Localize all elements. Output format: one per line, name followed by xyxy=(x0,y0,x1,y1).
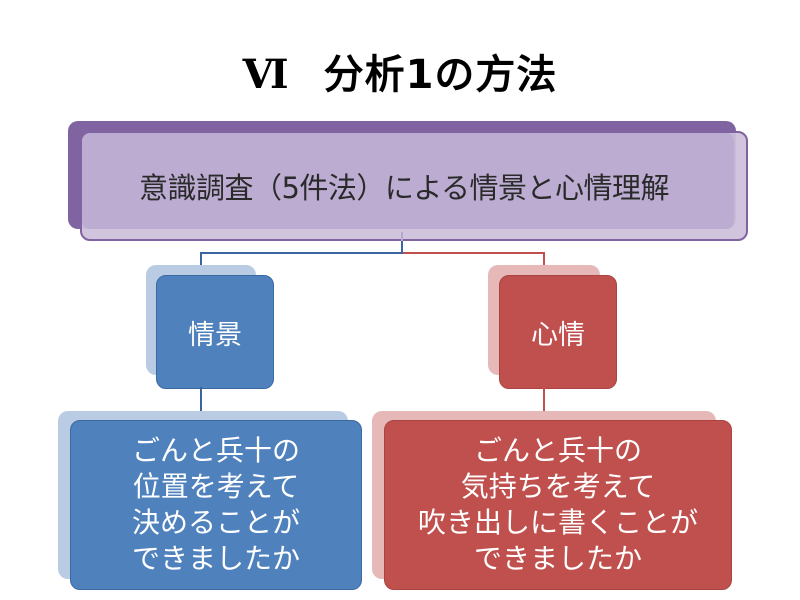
scene-question-node: ごんと兵十の 位置を考えて 決めることが できましたか xyxy=(70,420,362,590)
title-text: 分析1の方法 xyxy=(323,52,558,98)
feeling-question-node: ごんと兵十の 気持ちを考えて 吹き出しに書くことが できましたか xyxy=(384,420,732,590)
title-numeral: Ⅵ xyxy=(242,51,290,98)
feeling-node: 心情 xyxy=(499,275,617,389)
root-node-label: 意識調査（5件法）による情景と心情理解 xyxy=(138,171,670,205)
feeling-question-label: ごんと兵十の 気持ちを考えて 吹き出しに書くことが できましたか xyxy=(417,434,698,575)
scene-node-label: 情景 xyxy=(188,319,242,351)
root-node-tint xyxy=(82,133,734,229)
root-connector-down xyxy=(401,241,403,253)
connector-left-down xyxy=(200,252,202,266)
root-connector-stub xyxy=(401,232,403,242)
root-node: 意識調査（5件法）による情景と心情理解 xyxy=(80,131,748,241)
connector-feeling-to-leaf xyxy=(543,387,545,413)
connector-scene-to-leaf xyxy=(200,387,202,413)
scene-node: 情景 xyxy=(156,275,274,389)
connector-right-down xyxy=(543,252,545,266)
slide-title: Ⅵ 分析1の方法 xyxy=(0,42,800,100)
feeling-node-label: 心情 xyxy=(531,319,585,351)
connector-right-horizontal xyxy=(403,252,545,254)
scene-question-label: ごんと兵十の 位置を考えて 決めることが できましたか xyxy=(131,434,300,575)
connector-left-horizontal xyxy=(200,252,403,254)
